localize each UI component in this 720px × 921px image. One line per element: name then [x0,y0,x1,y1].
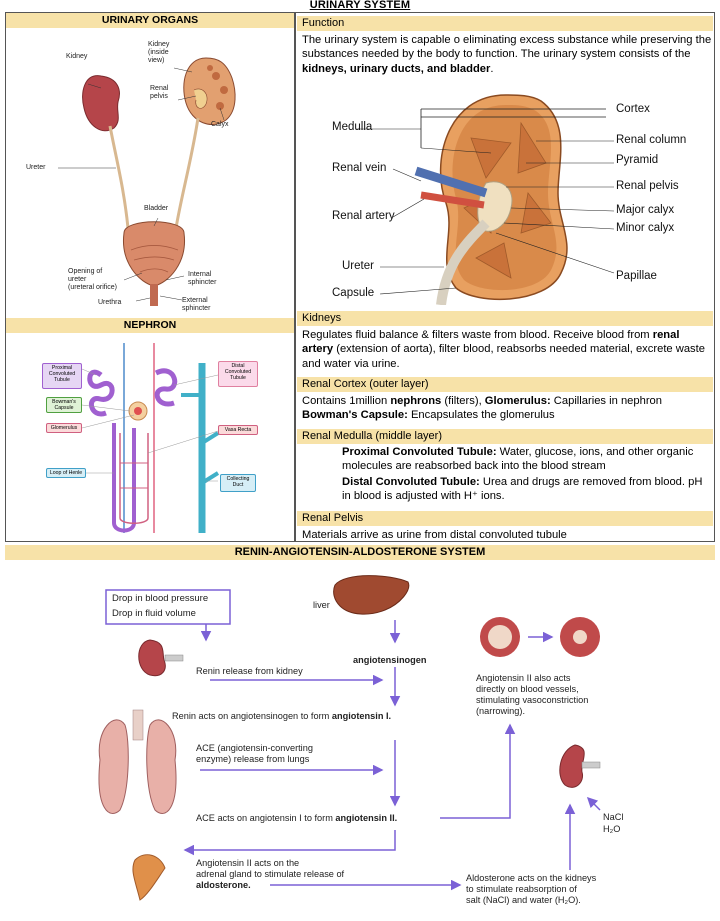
urinary-organs-illustration [58,57,236,306]
label-opening-of-ureter: Opening of ureter (ureteral orifice) [68,268,118,291]
angiotensin-vessels-text: Angiotensin II also acts directly on blo… [476,673,589,716]
urinary-organs-header: URINARY ORGANS [6,13,294,28]
raas-header: RENIN-ANGIOTENSIN-ALDOSTERONE SYSTEM [5,545,715,560]
label-kidney: Kidney [66,53,88,60]
label-bowman: Bowman's Capsule [46,397,82,413]
label-renal-pelvis: Renal pelvis [616,180,679,192]
label-pct: Proximal Convoluted Tubule [42,363,82,389]
label-vasa-recta: Vasa Recta [218,425,258,435]
renal-cortex-text: Contains 1million nephrons (filters), Gl… [302,395,663,422]
renal-pelvis-header: Renal Pelvis [297,511,713,526]
medulla-pct-text: Proximal Convoluted Tubule: Water, gluco… [342,446,694,473]
label-renal-vein: Renal vein [332,162,387,174]
label-capsule: Capsule [332,287,375,299]
label-loop-of-henle: Loop of Henle [46,468,86,478]
label-calyx: Calyx [211,121,229,128]
label-papillae: Papillae [616,270,657,282]
ace-release-text: ACE (angiotensin-converting enzyme) rele… [196,743,313,764]
medulla-dct-text: Distal Convoluted Tubule: Urea and drugs… [342,476,703,503]
label-cortex: Cortex [616,103,650,115]
nephron-header: NEPHRON [6,318,294,333]
page-title: URINARY SYSTEM [309,0,411,11]
label-external-sphincter: External sphincter [182,297,211,312]
raas-flow-diagram [98,575,601,901]
liver-label: liver [313,600,330,610]
right-column: Function The urinary system is capable o… [295,12,715,542]
label-collecting-duct: Collecting Duct [220,474,256,492]
angiotensin-adrenal-text: Angiotensin II acts on the adrenal gland… [196,858,345,890]
angiotensinogen-label: angiotensinogen [353,655,427,665]
function-text: The urinary system is capable o eliminat… [302,34,712,75]
renin-release-text: Renin release from kidney [196,666,303,676]
kidneys-text: Regulates fluid balance & filters waste … [302,329,705,370]
label-renal-column: Renal column [616,134,687,146]
label-renal-artery: Renal artery [332,210,395,222]
nephron-illustration [81,343,220,533]
renal-cortex-header: Renal Cortex (outer layer) [297,377,713,392]
kidney-cross-section [356,94,615,305]
renin-acts-text: Renin acts on angiotensinogen to form an… [172,711,392,721]
kidneys-header: Kidneys [297,311,713,326]
label-glomerulus: Glomerulus [46,423,82,433]
nacl-label: NaCl [603,812,624,822]
label-medulla: Medulla [332,121,373,133]
label-minor-calyx: Minor calyx [616,222,675,234]
ace-acts-text: ACE acts on angiotensin I to form angiot… [196,813,398,823]
label-bladder: Bladder [144,205,169,212]
renal-pelvis-text: Materials arrive as urine from distal co… [302,529,567,541]
renal-medulla-header: Renal Medulla (middle layer) [297,429,713,444]
label-renal-pelvis: Renal pelvis [150,85,169,100]
label-major-calyx: Major calyx [616,204,675,216]
label-pyramid: Pyramid [616,154,659,166]
label-kidney-inside: Kidney (inside view) [148,41,170,64]
drop-fluid-volume: Drop in fluid volume [112,608,196,619]
function-header: Function [297,16,713,31]
label-ureter: Ureter [26,164,46,171]
label-urethra: Urethra [98,299,122,306]
h2o-label: H₂O [603,824,621,834]
label-dct: Distal Convoluted Tubule [218,361,258,387]
drop-blood-pressure: Drop in blood pressure [112,593,209,604]
left-column: URINARY ORGANS Kidney Kidney (inside vie… [5,12,295,542]
label-internal-sphincter: Internal sphincter [188,271,217,286]
label-ureter-kidney: Ureter [342,260,374,272]
aldosterone-kidneys-text: Aldosterone acts on the kidneys to stimu… [466,873,597,905]
